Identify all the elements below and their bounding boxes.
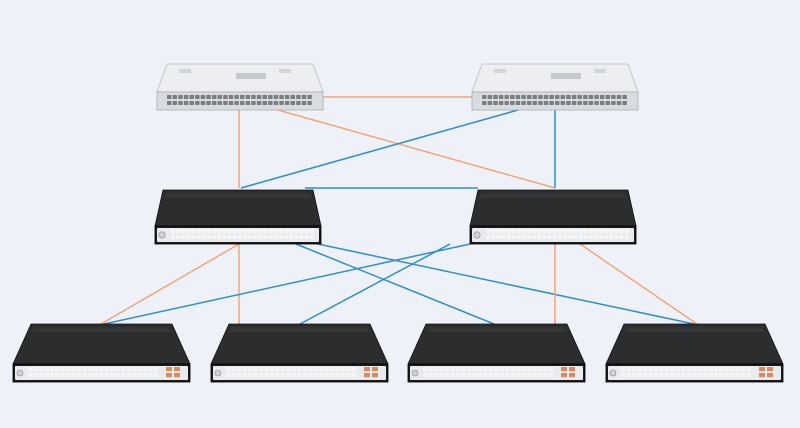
link-core-switch-left-to-aggregation-switch-right [277, 109, 556, 189]
core-switch-left [156, 63, 324, 111]
link-aggregation-switch-left-to-access-switch-3 [295, 243, 495, 325]
core-switch-right [471, 63, 639, 111]
link-aggregation-switch-right-to-access-switch-4 [579, 243, 698, 325]
link-aggregation-switch-right-to-access-switch-2 [299, 243, 451, 325]
aggregation-switch-left [154, 189, 322, 245]
access-switch-4 [605, 323, 784, 383]
links-layer [100, 96, 698, 325]
port-row [411, 367, 575, 378]
port-row [167, 95, 312, 105]
port-row [473, 229, 629, 239]
port-row [16, 367, 180, 378]
link-aggregation-switch-left-to-access-switch-1 [100, 243, 240, 325]
port-row [158, 229, 314, 239]
port-row [609, 367, 773, 378]
switch-label-plate [236, 73, 266, 79]
access-switch-1 [12, 323, 191, 383]
access-switch-3 [407, 323, 586, 383]
port-row [214, 367, 378, 378]
access-switch-2 [210, 323, 389, 383]
switch-label-plate [551, 73, 581, 79]
devices-layer [12, 63, 784, 383]
aggregation-switch-right [469, 189, 637, 245]
link-aggregation-switch-left-to-access-switch-4 [317, 243, 695, 325]
port-row [482, 95, 627, 105]
link-core-switch-right-to-aggregation-switch-left [240, 109, 519, 189]
link-aggregation-switch-right-to-access-switch-1 [103, 243, 471, 325]
